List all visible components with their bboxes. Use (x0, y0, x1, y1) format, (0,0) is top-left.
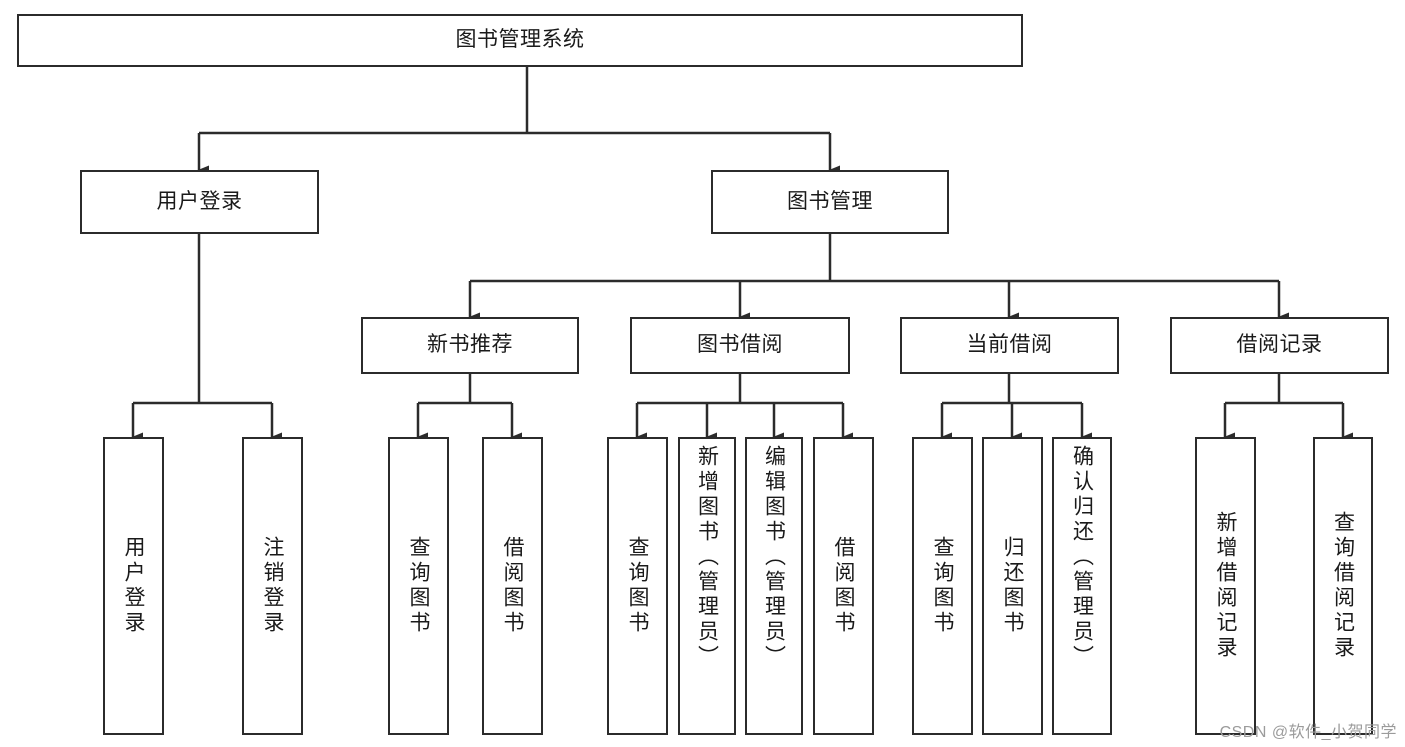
node-label-leaf9: 查询图书 (931, 536, 954, 636)
node-box-newbook[interactable]: 新书推荐 (361, 317, 579, 374)
node-box-current[interactable]: 当前借阅 (900, 317, 1119, 374)
node-label-leaf12: 新增借阅记录 (1214, 511, 1237, 661)
node-label-leaf6: 新增图书（管理员） (695, 445, 719, 670)
node-box-leaf3[interactable]: 查询图书 (388, 437, 449, 735)
connector-lines (131, 67, 1353, 442)
node-label-leaf2: 注销登录 (261, 536, 284, 636)
node-label-leaf1: 用户登录 (122, 536, 145, 636)
node-box-leaf7[interactable]: 编辑图书（管理员） (745, 437, 803, 735)
node-box-leaf11[interactable]: 确认归还（管理员） (1052, 437, 1112, 735)
node-label-bookmgmt: 图书管理 (787, 189, 873, 213)
node-box-login[interactable]: 用户登录 (80, 170, 319, 234)
node-box-root[interactable]: 图书管理系统 (17, 14, 1023, 67)
node-box-leaf4[interactable]: 借阅图书 (482, 437, 543, 735)
node-box-leaf8[interactable]: 借阅图书 (813, 437, 874, 735)
node-box-leaf9[interactable]: 查询图书 (912, 437, 973, 735)
node-label-leaf3: 查询图书 (407, 536, 430, 636)
node-box-bookmgmt[interactable]: 图书管理 (711, 170, 949, 234)
node-label-leaf10: 归还图书 (1001, 536, 1024, 636)
node-label-newbook: 新书推荐 (427, 333, 513, 357)
node-label-leaf5: 查询图书 (626, 536, 649, 636)
node-label-login: 用户登录 (156, 189, 243, 213)
node-label-current: 当前借阅 (966, 333, 1053, 357)
node-label-borrow: 图书借阅 (697, 333, 783, 357)
node-label-leaf4: 借阅图书 (501, 536, 524, 636)
node-label-leaf11: 确认归还（管理员） (1070, 445, 1094, 670)
node-label-root: 图书管理系统 (455, 28, 585, 52)
node-label-leaf7: 编辑图书（管理员） (762, 445, 786, 670)
node-box-records[interactable]: 借阅记录 (1170, 317, 1389, 374)
node-box-borrow[interactable]: 图书借阅 (630, 317, 850, 374)
node-box-leaf6[interactable]: 新增图书（管理员） (678, 437, 736, 735)
node-label-leaf8: 借阅图书 (832, 536, 855, 636)
node-label-records: 借阅记录 (1236, 333, 1323, 357)
node-box-leaf10[interactable]: 归还图书 (982, 437, 1043, 735)
watermark-text: CSDN @软件_小贺同学 (1219, 724, 1397, 741)
node-box-leaf1[interactable]: 用户登录 (103, 437, 164, 735)
node-box-leaf12[interactable]: 新增借阅记录 (1195, 437, 1256, 735)
node-label-leaf13: 查询借阅记录 (1331, 511, 1355, 661)
node-box-leaf5[interactable]: 查询图书 (607, 437, 668, 735)
node-box-leaf2[interactable]: 注销登录 (242, 437, 303, 735)
node-box-leaf13[interactable]: 查询借阅记录 (1313, 437, 1373, 735)
